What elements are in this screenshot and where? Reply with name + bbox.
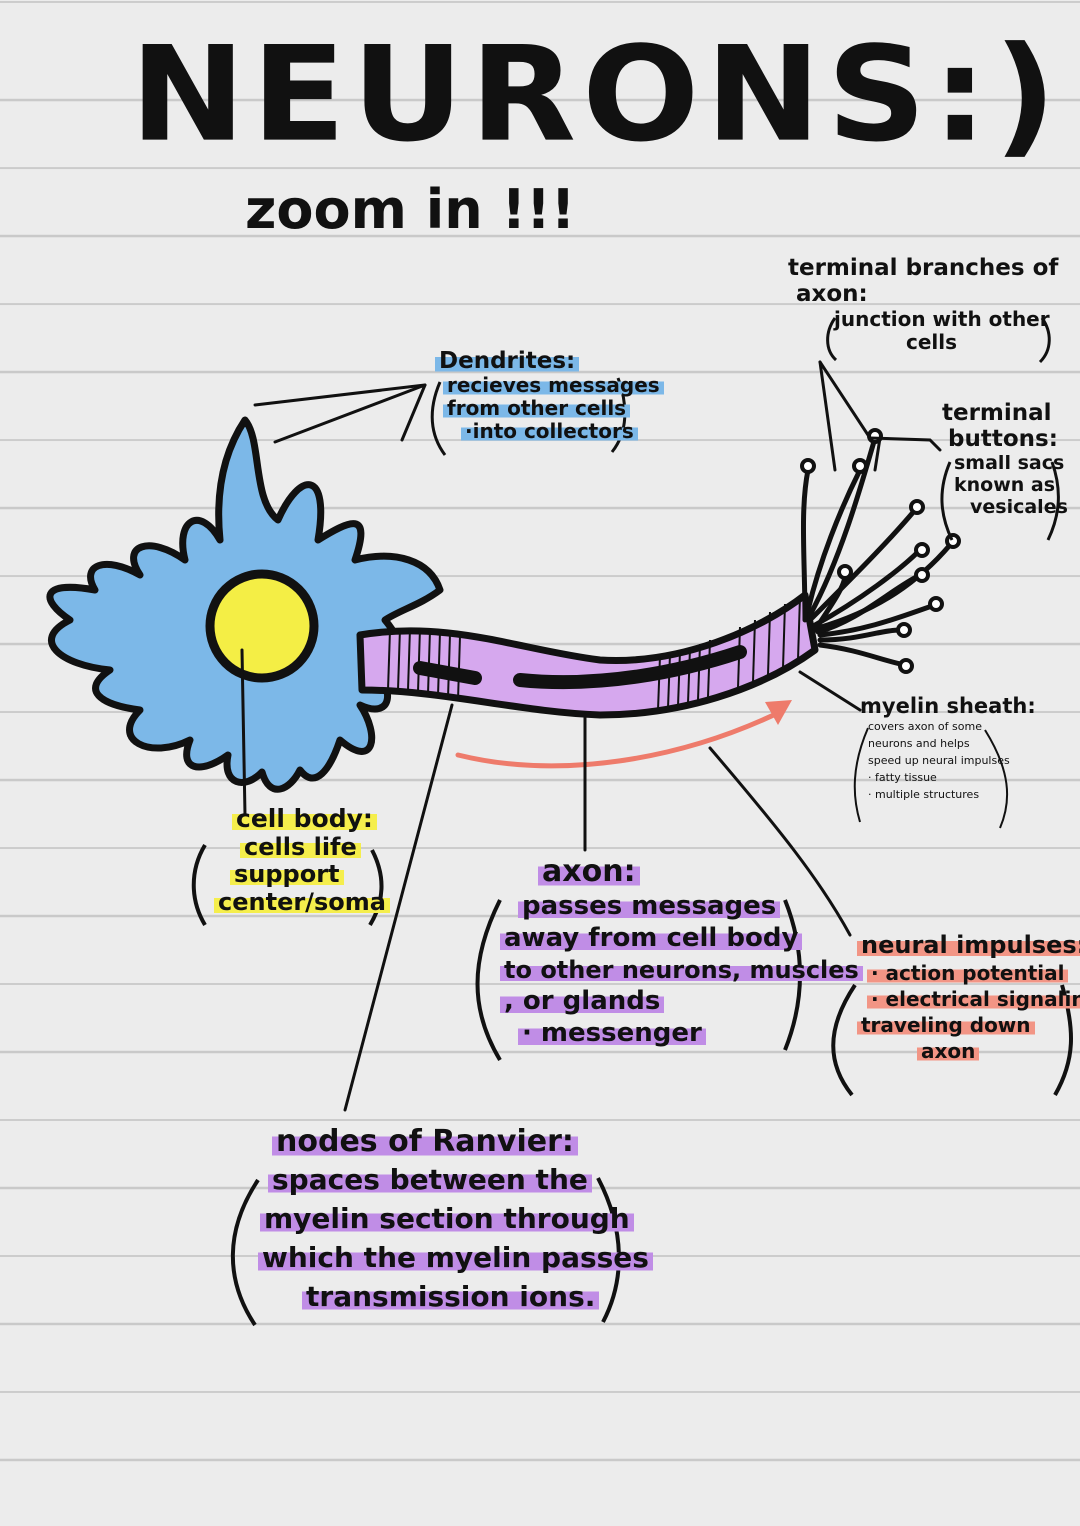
nodes-line: spaces between the <box>268 1162 592 1196</box>
nucleus-shape <box>205 569 319 683</box>
axon-line: away from cell body <box>500 923 803 953</box>
terminal-button-dots <box>800 428 961 674</box>
terminal-buttons-heading-2: buttons: <box>948 426 1058 453</box>
cell-body-line: support <box>230 860 344 889</box>
axon-line: passes messages <box>518 890 781 921</box>
myelin-sheath-line: · multiple structures <box>868 788 980 802</box>
impulse-arrowhead <box>765 700 792 725</box>
dendrites-heading: Dendrites: <box>435 348 580 374</box>
bracket <box>230 1178 260 1327</box>
cell-body-label: cell body: cells life support center/som… <box>214 804 390 917</box>
neural-impulses-label: neural impulses: · action potential · el… <box>857 931 1080 1064</box>
bracket <box>1046 461 1060 541</box>
neural-impulses-line: · action potential <box>867 960 1069 985</box>
nodes-line: myelin section through <box>260 1201 634 1235</box>
myelin-sheath-line: · fatty tissue <box>868 771 937 785</box>
terminal-branches-label: terminal branches of axon: junction with… <box>788 255 1058 354</box>
axon-core <box>513 645 747 690</box>
myelin-hatching <box>387 595 801 711</box>
terminal-buttons-label: terminal buttons: small sacs known as ve… <box>942 400 1068 518</box>
bracket <box>430 381 447 456</box>
dendrites-line: from other cells <box>443 396 631 421</box>
myelin-sheath-heading: myelin sheath: <box>860 694 1036 718</box>
myelin-sheath-label: myelin sheath: covers axon of some neuro… <box>860 694 1036 803</box>
terminal-branches <box>800 435 953 668</box>
bracket <box>984 729 1009 829</box>
cell-body-line: cells life <box>240 832 361 861</box>
neural-impulses-line: traveling down <box>857 1012 1035 1037</box>
axon-line: to other neurons, muscles <box>500 955 863 984</box>
axon-heading: axon: <box>538 854 640 889</box>
axon-label: axon: passes messages away from cell bod… <box>500 854 863 1050</box>
nodes-line: which the myelin passes <box>258 1240 653 1274</box>
axon-core <box>413 661 482 685</box>
terminal-branches-line: cells <box>906 329 958 354</box>
page-subtitle: zoom in !!! <box>245 178 576 241</box>
leader-lines <box>240 360 942 1112</box>
cell-body-line: center/soma <box>214 887 390 916</box>
terminal-branches-heading: terminal branches of <box>788 255 1059 281</box>
terminal-branches-heading-2: axon: <box>796 281 868 308</box>
bracket <box>475 899 502 1062</box>
nodes-line: transmission ions. <box>302 1280 600 1314</box>
dendrites-label: Dendrites: recieves messages from other … <box>435 348 664 444</box>
bracket <box>1038 317 1051 364</box>
neural-impulses-line: axon <box>917 1038 980 1063</box>
terminal-buttons-line: vesicales <box>970 495 1068 518</box>
bracket <box>940 461 954 541</box>
impulse-arrow <box>455 709 783 769</box>
myelin-sheath-line: speed up neural impulses <box>868 754 1010 768</box>
dendrites-line: recieves messages <box>443 373 664 398</box>
neural-impulses-line: · electrical signaling <box>867 986 1080 1011</box>
axon-shape <box>356 591 819 719</box>
cell-body-heading: cell body: <box>232 804 377 833</box>
nodes-of-ranvier-label: nodes of Ranvier: spaces between the mye… <box>258 1124 653 1316</box>
axon-line: , or glands <box>500 985 665 1016</box>
bracket <box>831 983 857 1097</box>
myelin-sheath-line: covers axon of some <box>868 720 982 734</box>
bracket <box>191 843 207 927</box>
myelin-sheath-line: neurons and helps <box>868 737 970 751</box>
bracket <box>853 727 869 823</box>
terminal-buttons-heading: terminal <box>942 400 1052 426</box>
nodes-heading: nodes of Ranvier: <box>272 1124 578 1159</box>
bracket <box>368 849 384 927</box>
page-title: NEURONS:) <box>130 18 1063 171</box>
neural-impulses-heading: neural impulses: <box>857 931 1080 959</box>
terminal-buttons-line: small sacs <box>954 451 1065 474</box>
bracket <box>826 317 838 362</box>
dendrites-line: ·into collectors <box>461 419 638 444</box>
terminal-branches-line: junction with other <box>834 306 1050 331</box>
terminal-buttons-line: known as <box>954 473 1056 496</box>
axon-line: · messenger <box>518 1018 706 1048</box>
